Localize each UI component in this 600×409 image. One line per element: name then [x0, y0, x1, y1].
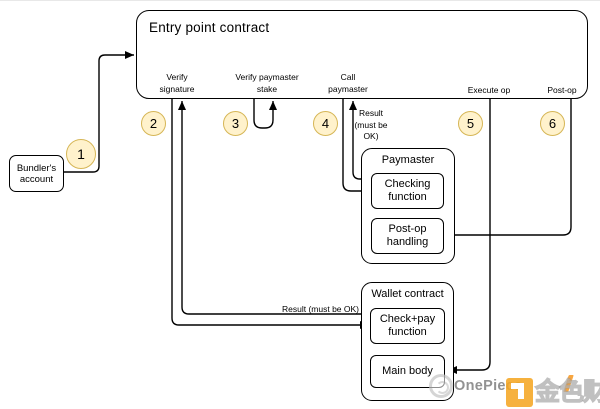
arrow-verify-stake-loop [253, 99, 277, 129]
check-pay-function-box: Check+pay function [370, 308, 445, 344]
step-circle-3: 3 [223, 111, 248, 136]
step-circle-2: 2 [141, 111, 166, 136]
wallet-contract-title: Wallet contract [371, 288, 444, 300]
post-op-handling-box: Post-op handling [371, 218, 444, 254]
op-label-call-paymaster: Call paymaster [328, 72, 368, 94]
step-circle-5: 5 [458, 111, 483, 136]
arrow-post-op [446, 99, 572, 239]
arrow-bundler-to-entry [64, 51, 134, 173]
step-circle-6: 6 [540, 111, 565, 136]
step-circle-1: 1 [66, 139, 96, 169]
op-label-verify-paymaster-stake: Verify paymaster stake [235, 72, 299, 94]
arrow-call-paymaster [342, 99, 370, 195]
annotation-result-must-be-ok-stacked: Result (must be OK) [354, 108, 388, 141]
op-label-execute-op: Execute op [467, 85, 511, 95]
step-circle-4: 4 [313, 111, 338, 136]
op-label-verify-signature: Verify signature [159, 72, 195, 94]
bundlers-account-box: Bundler's account [9, 155, 64, 192]
paymaster-title: Paymaster [381, 154, 435, 166]
arrow-verify-signature-call [171, 99, 369, 329]
arrow-execute-op [448, 99, 491, 374]
op-label-post-op: Post-op [547, 85, 577, 95]
arrow-verify-signature-result [178, 101, 370, 315]
checking-function-box: Checking function [371, 173, 444, 209]
arrow-paymaster-result [349, 101, 371, 180]
annotation-result-must-be-ok-inline: Result (must be OK) [282, 304, 359, 314]
entry-point-title: Entry point contract [149, 20, 270, 35]
main-body-box: Main body [370, 355, 445, 388]
entry-point-contract-box: Entry point contract [136, 10, 588, 99]
